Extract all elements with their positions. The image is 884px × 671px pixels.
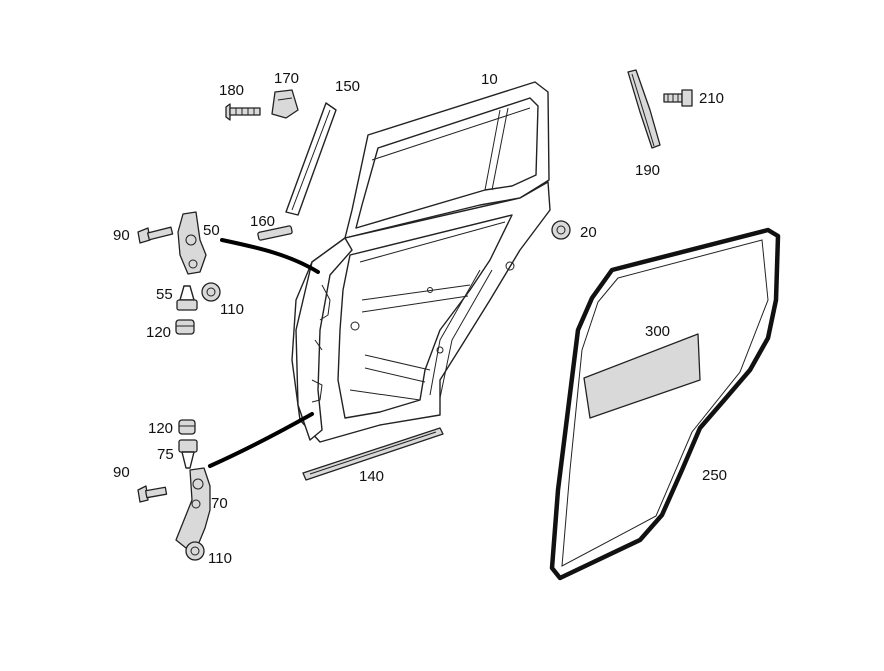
- label-110-upper: 110: [220, 301, 244, 318]
- lower-leader-line: [208, 412, 314, 468]
- label-210: 210: [699, 90, 724, 107]
- label-300: 300: [645, 323, 670, 340]
- label-140: 140: [359, 468, 384, 485]
- label-160: 160: [250, 213, 275, 230]
- label-20: 20: [580, 224, 597, 241]
- label-75: 75: [157, 446, 174, 463]
- label-10: 10: [481, 71, 498, 88]
- label-50: 50: [203, 222, 220, 239]
- lower-hinge-group: [137, 419, 211, 561]
- label-120-upper: 120: [146, 324, 171, 341]
- label-170: 170: [274, 70, 299, 87]
- label-250: 250: [702, 467, 727, 484]
- sheet-300: [583, 333, 701, 419]
- label-120-lower: 120: [148, 420, 173, 437]
- trim-strip-190: [627, 69, 661, 149]
- grommet-20: [551, 220, 571, 240]
- clip-170: [271, 89, 299, 119]
- label-180: 180: [219, 82, 244, 99]
- upper-leader-line: [220, 238, 320, 274]
- label-90-upper: 90: [113, 227, 130, 244]
- door-seal-250: [549, 227, 781, 581]
- screw-180: [225, 103, 261, 121]
- clip-160: [257, 225, 293, 241]
- sill-strip-140: [302, 427, 444, 481]
- bolt-210: [663, 89, 693, 107]
- door-shell: [291, 81, 551, 443]
- label-55: 55: [156, 286, 173, 303]
- label-110-lower: 110: [208, 550, 232, 567]
- label-190: 190: [635, 162, 660, 179]
- window-strip-150: [285, 102, 337, 216]
- label-90-lower: 90: [113, 464, 130, 481]
- label-150: 150: [335, 78, 360, 95]
- upper-hinge-group: [137, 211, 221, 335]
- label-70: 70: [211, 495, 228, 512]
